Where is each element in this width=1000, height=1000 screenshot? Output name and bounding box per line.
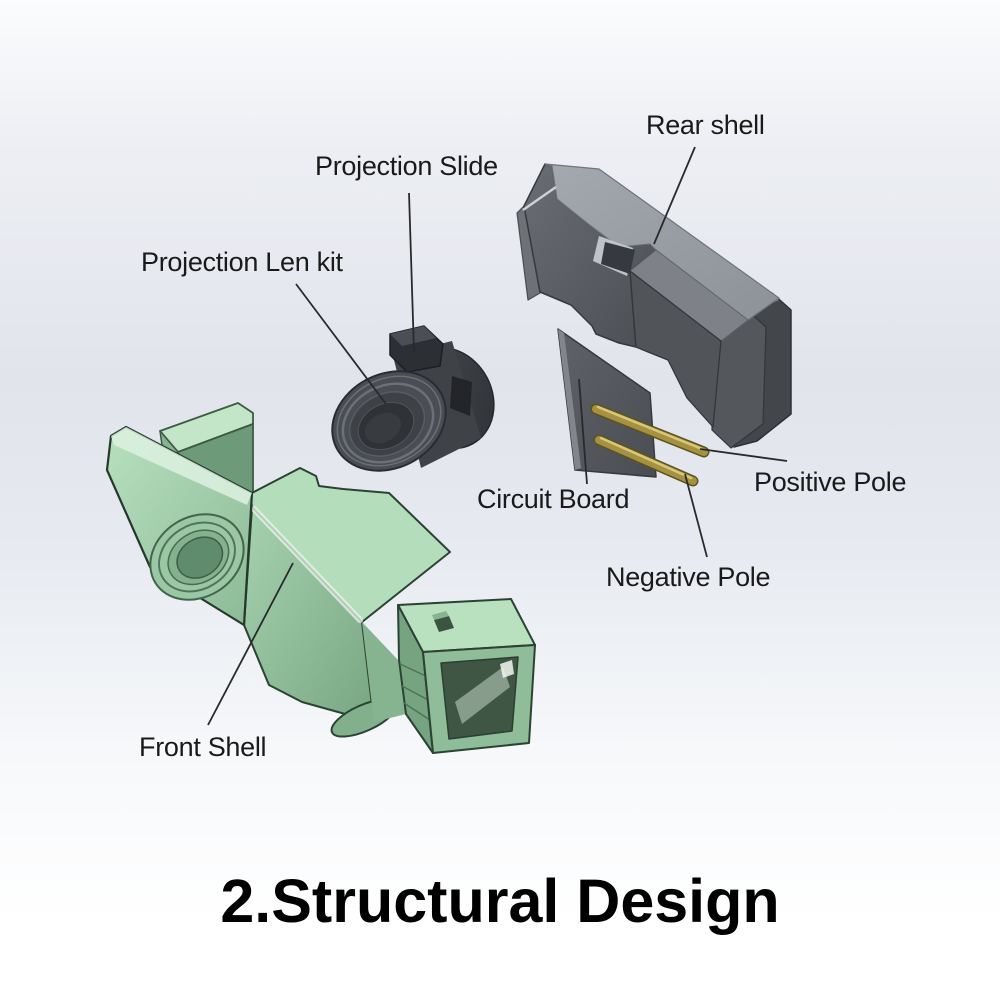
rear-shell-left-side <box>516 205 541 301</box>
leader-negative-pole <box>684 473 708 558</box>
projection-slide-part <box>389 325 472 416</box>
label-projection-slide: Projection Slide <box>315 151 498 181</box>
leader-front-shell <box>207 562 294 726</box>
front-shell-socket-top-detail-facet <box>432 611 449 620</box>
socket-ridge-3 <box>403 702 434 723</box>
label-circuit-board: Circuit Board <box>477 484 630 514</box>
label-negative-pole: Negative Pole <box>606 562 771 592</box>
page-title: 2.Structural Design <box>220 867 780 935</box>
circuit-board-part <box>557 328 710 487</box>
front-shell-body-highlight <box>251 506 363 623</box>
projection-len-kit-part <box>331 325 495 472</box>
leader-rear-shell <box>653 146 696 245</box>
front-shell-lens-rings <box>149 513 245 601</box>
front-shell-socket-top-detail <box>434 616 454 632</box>
socket-inner-glint <box>500 660 514 678</box>
leader-circuit-board <box>578 378 588 485</box>
circuit-board-edge <box>558 329 581 470</box>
label-projection-len-kit: Projection Len kit <box>141 247 343 277</box>
rear-shell-hole <box>601 242 635 274</box>
rear-shell-tab-highlight <box>522 185 557 212</box>
lens-aperture-glint <box>364 412 402 444</box>
label-front-shell: Front Shell <box>139 732 267 762</box>
rear-shell-part <box>516 163 792 449</box>
lens-ring-outer <box>341 382 435 464</box>
leader-projection-slide <box>408 192 415 353</box>
positive-pole-pin <box>590 403 710 458</box>
front-shell-part <box>105 402 536 754</box>
rear-shell-block-face <box>629 270 722 428</box>
leader-projection-len-kit <box>295 283 387 405</box>
socket-inner-reflection <box>455 667 510 724</box>
circuit-board-face <box>557 328 657 478</box>
label-rear-shell: Rear shell <box>646 110 765 140</box>
negative-pole-pin <box>593 434 699 487</box>
leader-lines <box>207 146 788 726</box>
leader-positive-pole <box>699 448 788 462</box>
front-shell-body-socket-join <box>362 622 406 722</box>
front-shell-plate-highlight <box>111 427 252 505</box>
label-positive-pole: Positive Pole <box>754 467 907 497</box>
